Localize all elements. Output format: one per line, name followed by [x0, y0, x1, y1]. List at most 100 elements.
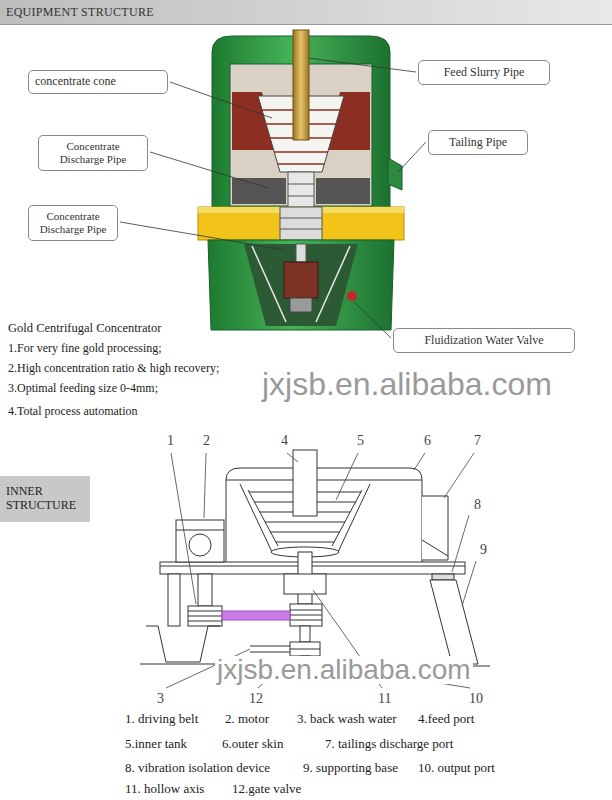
header-band: [0, 0, 612, 24]
callout-number: 1: [167, 433, 174, 450]
callout-box: Feed Slurry Pipe: [418, 60, 550, 85]
feature-note: 1.For very fine gold processing;: [8, 341, 162, 355]
inner-structure-drawing: [188, 611, 222, 612]
callout-number: 12: [249, 691, 263, 708]
inner-structure-drawing: [276, 542, 334, 543]
inner-structure-drawing: [284, 574, 326, 594]
callout-text: INNER STRUCTURE: [6, 485, 84, 513]
callout-text: Tailing Pipe: [449, 136, 507, 150]
inner-structure-drawing: [290, 649, 320, 650]
callout-text: concentrate cone: [35, 75, 116, 89]
concentrator-machine: [290, 298, 312, 312]
inner-structure-drawing: [198, 574, 212, 606]
inner-structure-drawing: [430, 580, 478, 664]
callout-number: 11: [378, 691, 391, 708]
callout-text: Concentrate Discharge Pipe: [45, 140, 141, 165]
inner-structure-drawing: [168, 574, 180, 626]
callout-box: Tailing Pipe: [428, 130, 528, 155]
concentrator-machine: [293, 30, 309, 140]
inner-structure-drawing: [270, 532, 340, 533]
concentrator-machine: [288, 184, 314, 185]
part-list-item: 6.outer skin: [222, 736, 283, 752]
product-name: Gold Centrifugal Concentrator: [8, 321, 161, 336]
leader-line: [287, 453, 298, 462]
concentrator-machine: [198, 207, 404, 240]
inner-structure-drawing: [188, 621, 222, 622]
concentrator-machine: [208, 240, 394, 330]
concentrator-machine: [280, 207, 322, 240]
inner-structure-drawing: [176, 530, 224, 531]
callout-box: Concentrate Discharge Pipe: [28, 205, 118, 241]
concentrator-machine: [232, 178, 286, 204]
inner-structure-drawing: [140, 664, 226, 665]
leader-line: [170, 82, 272, 118]
inner-structure-drawing: [432, 574, 454, 580]
header-band: [0, 0, 612, 25]
concentrator-machine: [198, 30, 404, 330]
callout-number: 7: [474, 433, 481, 450]
part-list-item: 10. output port: [418, 760, 495, 776]
callout-number: 4: [281, 433, 288, 450]
part-list-item: 2. motor: [225, 711, 269, 727]
inner-structure-drawing: [146, 626, 220, 662]
callout-number: 6: [424, 433, 431, 450]
callout-number: 3: [157, 691, 164, 708]
inner-structure-drawing: [293, 450, 317, 516]
leader-line: [150, 152, 268, 188]
watermark: jxjsb.en.alibaba.com: [262, 368, 552, 400]
leader-line: [308, 58, 416, 72]
watermark: jxjsb.en.alibaba.com: [215, 656, 473, 684]
driving-belt: [222, 611, 290, 620]
callout-box: Concentrate Discharge Pipe: [38, 135, 148, 171]
section-tab: INNER STRUCTURE: [0, 476, 90, 522]
part-list-item: 12.gate valve: [232, 781, 301, 797]
part-list-item: 4.feed port: [418, 711, 474, 727]
inner-structure-drawing: [290, 610, 322, 611]
leader-line: [166, 453, 476, 688]
concentrator-machine: [274, 151, 328, 153]
inner-structure-drawing: [290, 604, 322, 626]
part-list-item: 7. tailings discharge port: [325, 736, 453, 752]
inner-structure-drawing: [422, 496, 448, 560]
leader-line: [398, 142, 426, 172]
callout-number: 2: [203, 433, 210, 450]
callout-box: concentrate cone: [28, 70, 168, 94]
inner-structure-drawing: [248, 490, 278, 546]
callout-number: 10: [469, 691, 483, 708]
leader-line: [444, 453, 474, 498]
inner-structure-drawing: [290, 642, 320, 656]
inner-structure-drawing: [140, 450, 490, 668]
part-list-item: 5.inner tank: [125, 736, 187, 752]
inner-structure-drawing: [250, 646, 290, 652]
callout-number: 9: [480, 542, 487, 559]
concentrator-machine: [347, 291, 357, 301]
header-band: [0, 24, 612, 25]
leader-line: [120, 222, 285, 250]
concentrator-machine: [280, 218, 322, 219]
inner-structure-drawing: [188, 606, 222, 626]
part-list-item: 9. supporting base: [303, 760, 398, 776]
inner-structure-drawing: [226, 468, 422, 562]
part-list-item: 3. back wash water: [297, 711, 397, 727]
part-list-item: 8. vibration isolation device: [125, 760, 270, 776]
part-list-item: 1. driving belt: [125, 711, 198, 727]
leader-line: [452, 515, 469, 572]
concentrator-machine: [388, 158, 402, 190]
callout-box: Fluidization Water Valve: [393, 328, 575, 353]
inner-structure-drawing: [290, 615, 322, 616]
section-heading: EQUIPMENT STRUCTURE: [6, 5, 154, 20]
leader-line: [414, 453, 425, 470]
inner-structure-drawing: [300, 626, 310, 642]
concentrator-machine: [288, 196, 314, 197]
callout-text: Feed Slurry Pipe: [444, 66, 525, 80]
concentrator-machine: [280, 229, 322, 230]
leader-line: [171, 453, 196, 604]
leader-line: [120, 58, 426, 338]
concentrator-machine: [288, 172, 314, 208]
callout-number: 8: [474, 497, 481, 514]
feature-note: 3.Optimal feeding size 0-4mm;: [8, 381, 158, 395]
feature-note: 2.High concentration ratio & high recove…: [8, 361, 219, 375]
leader-line: [462, 561, 476, 606]
inner-structure-drawing: [188, 616, 222, 617]
